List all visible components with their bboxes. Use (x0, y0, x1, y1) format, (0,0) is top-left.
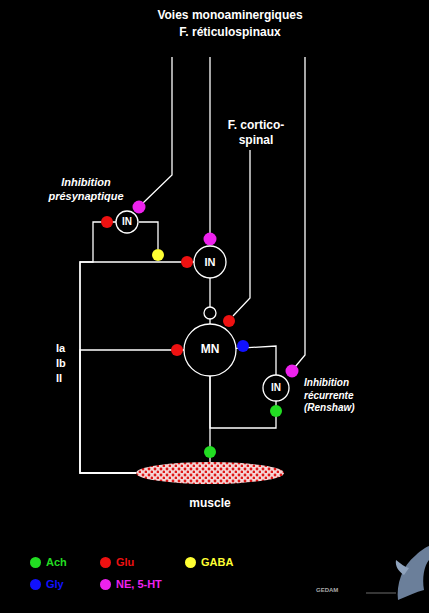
legend-swatch (30, 579, 41, 590)
interneuron-circle: IN (115, 210, 139, 234)
monoamine-synapse (286, 365, 299, 378)
legend-label: NE, 5-HT (116, 578, 162, 591)
node-shape (116, 211, 138, 233)
legend-label: Ach (46, 556, 67, 569)
node-label: MN (183, 343, 237, 356)
glu-synapse (223, 315, 235, 327)
descending-fiber (143, 57, 172, 203)
node-label: IN (262, 382, 290, 393)
node-shape (194, 246, 226, 278)
monoamine-synapse (204, 233, 217, 246)
node-outline (135, 461, 285, 485)
legend-label: Gly (46, 578, 64, 591)
annotation-label: Ib (56, 357, 76, 371)
legend-swatch (100, 579, 111, 590)
annotation-label: F. cortico- spinal (220, 118, 292, 148)
renshaw-circle: IN (262, 374, 290, 402)
node-label: IN (115, 216, 139, 227)
signature-line (366, 593, 396, 594)
watermark: GEDAM (316, 587, 366, 595)
node-shape (136, 462, 284, 484)
legend-label: GABA (201, 556, 233, 569)
descending-fiber (295, 57, 305, 367)
annotation-label: F. réticulospinaux (120, 25, 340, 40)
glu-synapse (101, 216, 113, 228)
annotation-label: II (56, 372, 76, 386)
monoamine-synapse (133, 201, 146, 214)
nerve-fiber (236, 346, 276, 375)
dolphin-fin (396, 560, 409, 575)
node-label: muscle (135, 497, 285, 510)
glu-synapse (181, 256, 193, 268)
nerve-fiber (80, 350, 184, 473)
corticospinal-fiber (233, 150, 250, 316)
motoneuron-circle: MN (183, 323, 237, 377)
synapses (101, 201, 299, 459)
presynaptic-axon (139, 222, 158, 249)
interneuron-circle: IN (193, 245, 227, 279)
node-shape (263, 375, 289, 401)
legend-swatch (100, 557, 111, 568)
gaba-synapse (152, 249, 164, 261)
nerve-fiber (209, 278, 210, 324)
node-label: IN (193, 256, 227, 268)
annotation-label: Inhibition récurrente (Renshaw) (304, 377, 376, 415)
descending-fiber (209, 57, 210, 233)
annotation-label: Inhibition présynaptique (38, 176, 134, 204)
ach-synapse (204, 446, 216, 458)
glu-synapse (171, 344, 183, 356)
muscle-ellipse: muscle (135, 461, 285, 513)
dolphin-logo (398, 546, 429, 600)
gly-synapse (237, 340, 249, 352)
legend-swatch (185, 557, 196, 568)
node-shape (184, 324, 236, 376)
ach-synapse (270, 405, 282, 417)
inhibitory-synapse (204, 307, 216, 319)
annotation-label: Ia (56, 342, 76, 356)
legend-swatch (30, 557, 41, 568)
legend-label: Glu (116, 556, 134, 569)
nerve-fiber (80, 222, 136, 473)
nerve-fiber (80, 262, 194, 473)
annotation-label: Voies monoaminergiques (120, 8, 340, 23)
